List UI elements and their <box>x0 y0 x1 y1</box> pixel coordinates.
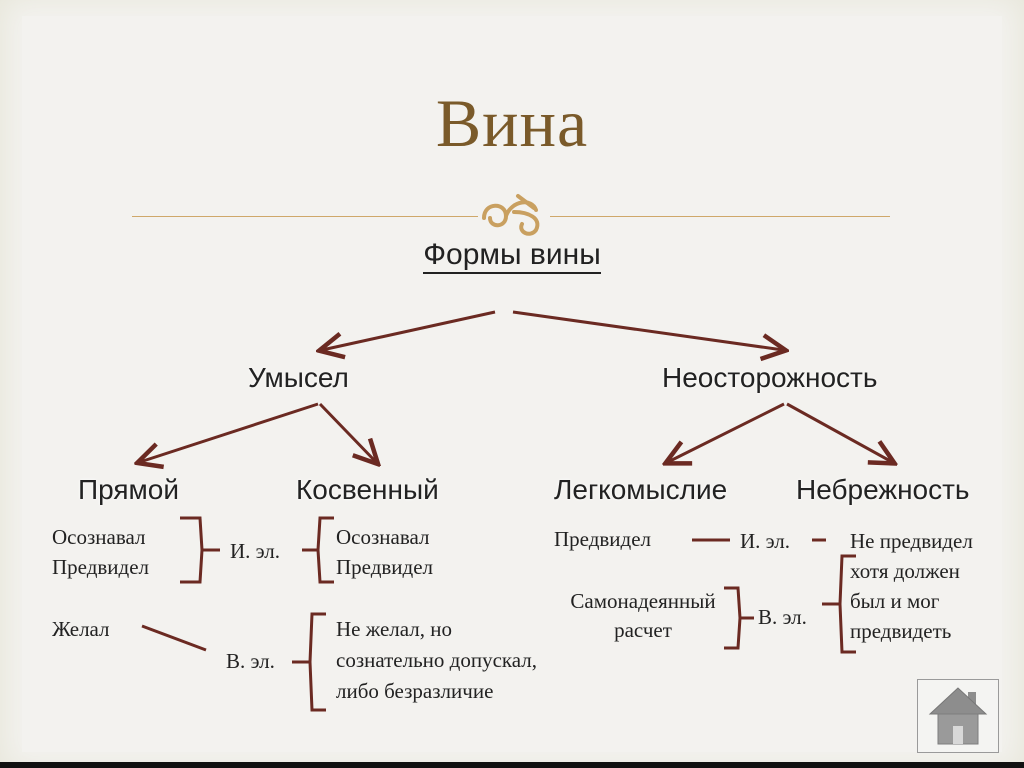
indirect-will-line2: сознательно допускал, <box>336 648 538 672</box>
bracket-indirect-left <box>316 516 334 584</box>
slide-title: Вина <box>435 85 589 161</box>
indirect-will-line3: либо безразличие <box>336 679 494 703</box>
indirect-aware: Осознавал <box>336 525 430 549</box>
arrow-to-frivolity <box>668 402 785 462</box>
bracket-indirect-will <box>308 612 326 712</box>
forms-heading: Формы вины <box>0 238 1024 274</box>
bottom-edge <box>0 762 1024 768</box>
title-rule-right <box>550 216 890 217</box>
slide-panel <box>22 16 1002 752</box>
node-frivolity: Легкомыслие <box>554 474 728 505</box>
indirect-will-line1: Не желал, но <box>336 617 452 641</box>
negligence-line4: предвидеть <box>850 619 952 643</box>
node-direct: Прямой <box>78 474 180 505</box>
label-volitional: В. эл. <box>226 649 275 673</box>
arrow-to-negligence-root <box>512 310 783 350</box>
label-intellectual: И. эл. <box>230 539 281 563</box>
fleuron-icon <box>482 194 540 236</box>
arrow-to-intent <box>322 310 496 350</box>
node-indirect: Косвенный <box>296 474 439 505</box>
direct-desired: Желал <box>52 617 110 641</box>
bracket-direct-right <box>180 516 204 584</box>
indirect-foresaw: Предвидел <box>336 555 434 579</box>
arrow-to-negligence <box>786 402 892 462</box>
title-rule-left <box>132 216 478 217</box>
negligence-line3: был и мог <box>850 589 940 613</box>
negligence-label-volitional: В. эл. <box>758 605 807 629</box>
frivolity-foresaw: Предвидел <box>554 527 652 551</box>
node-intent: Умысел <box>248 362 349 393</box>
negligence-line1: Не предвидел <box>850 529 973 553</box>
home-button[interactable] <box>917 679 999 753</box>
arrow-to-direct <box>140 402 319 462</box>
node-negligence-root: Неосторожность <box>662 362 878 393</box>
node-negligence: Небрежность <box>796 474 970 505</box>
arrow-to-indirect <box>318 402 376 462</box>
line-desired <box>141 624 207 652</box>
negligence-line2: хотя должен <box>850 559 960 583</box>
home-icon <box>928 687 988 745</box>
frivolity-hope-line1: Самонадеянный <box>570 589 716 613</box>
direct-aware: Осознавал <box>52 525 146 549</box>
frivolity-hope-line2: расчет <box>614 618 672 642</box>
direct-foresaw: Предвидел <box>52 555 150 579</box>
forms-heading-text: Формы вины <box>423 238 601 274</box>
negligence-label-intellectual: И. эл. <box>740 529 791 553</box>
